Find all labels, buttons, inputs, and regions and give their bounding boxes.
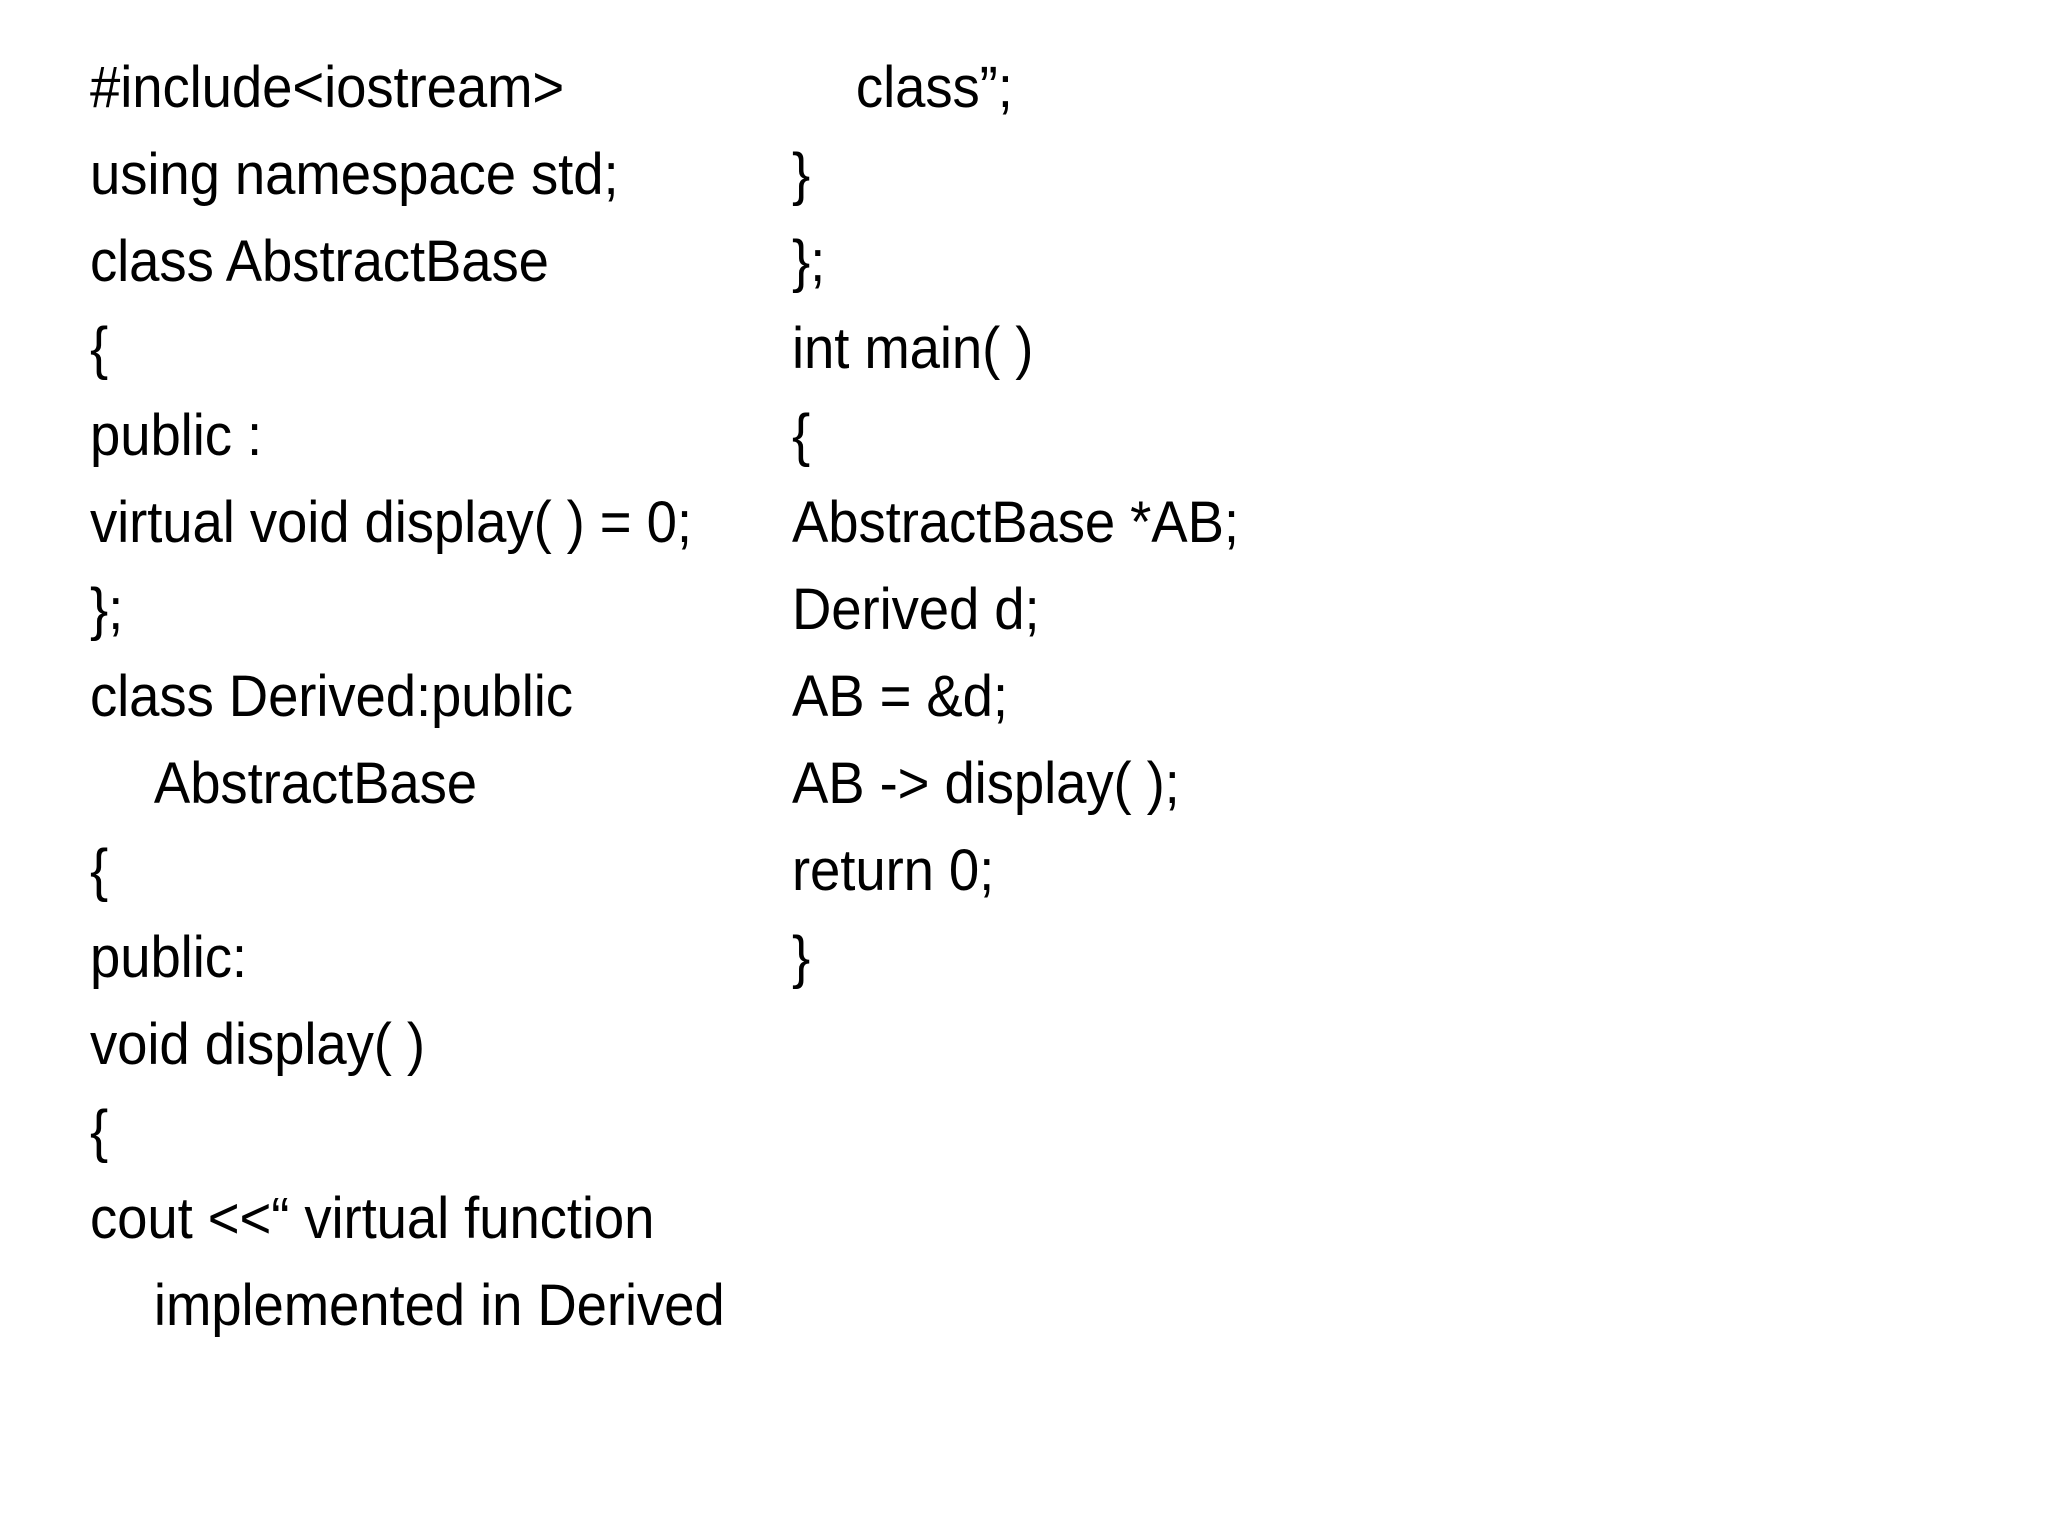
code-line-left-3: { <box>90 316 109 381</box>
code-line-left-14: implemented in Derived <box>153 1273 725 1338</box>
code-listing: #include<iostream> using namespace std; cl… <box>0 44 2048 1349</box>
code-line-left-5: virtual void display( ) = 0; <box>90 490 692 555</box>
code-line-left-1: using namespace std; <box>90 142 619 207</box>
code-line-left-6: }; <box>90 577 124 642</box>
code-line-right-4: { <box>792 403 811 468</box>
code-column-right: class”;}}; int main( ) { AbstractBase *AB; D… <box>792 44 1792 1001</box>
code-line-left-11: void display( ) <box>90 1012 425 1077</box>
code-line-left-0: #include<iostream> <box>90 55 565 120</box>
code-line-left-8: AbstractBase <box>153 751 478 816</box>
code-line-right-3: int main( ) <box>792 316 1034 381</box>
code-line-left-4: public : <box>90 403 263 468</box>
code-line-left-13: cout <<“ virtual function <box>90 1186 655 1251</box>
code-line-right-6: Derived d; <box>792 577 1040 642</box>
code-line-right-0: class”; <box>855 55 1013 120</box>
code-line-right-8: AB -> display( ); <box>792 751 1180 816</box>
code-line-left-10: public: <box>90 925 247 990</box>
code-line-left-7: class Derived:public <box>90 664 573 729</box>
code-line-right-7: AB = &d; <box>792 664 1008 729</box>
code-column-left: #include<iostream> using namespace std; cl… <box>90 44 780 1349</box>
code-line-right-10: } <box>792 925 811 990</box>
code-line-left-9: { <box>90 838 109 903</box>
code-line-right-9: return 0; <box>792 838 995 903</box>
code-line-left-2: class AbstractBase <box>90 229 549 294</box>
code-line-right-1: } <box>792 142 811 207</box>
code-line-left-12: { <box>90 1099 109 1164</box>
code-line-right-2: }; <box>792 229 826 294</box>
code-line-right-5: AbstractBase *AB; <box>792 490 1239 555</box>
